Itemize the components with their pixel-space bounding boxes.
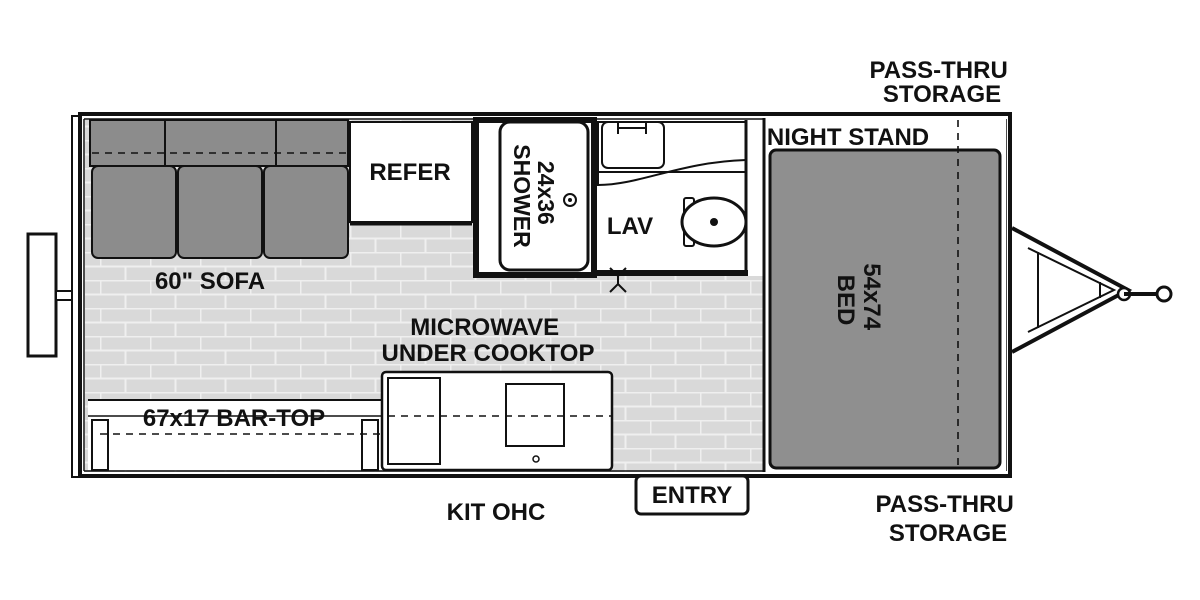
bar-top-label: 67x17 BAR-TOP — [143, 405, 325, 432]
bar-top — [88, 399, 382, 471]
bed — [768, 148, 1002, 470]
pass-thru-bottom-line1: PASS-THRU — [876, 491, 1014, 518]
pass-thru-storage-top: PASS-THRU STORAGE — [870, 57, 1015, 108]
kit-ohc-label: KIT OHC — [447, 499, 546, 526]
sofa — [89, 119, 349, 259]
sofa-label: 60" SOFA — [155, 268, 265, 295]
entry-label: ENTRY — [652, 482, 732, 509]
bed-word: BED — [832, 275, 859, 326]
bed-label: 54x74 BED — [832, 263, 885, 336]
refer-label: REFER — [369, 159, 450, 186]
entry-step — [634, 474, 750, 516]
night-stand-label: NIGHT STAND — [767, 124, 929, 151]
shower-size: 24x36 — [533, 161, 559, 225]
pass-thru-storage-bottom: PASS-THRU STORAGE — [876, 491, 1021, 547]
shower-word: SHOWER — [509, 144, 535, 248]
microwave-line2: UNDER COOKTOP — [382, 340, 595, 367]
kitchen-counter — [380, 370, 614, 472]
pass-thru-top-line1: PASS-THRU — [870, 57, 1008, 84]
sink-icon — [505, 383, 565, 447]
bed-size: 54x74 — [858, 263, 885, 330]
shower-label: 24x36 SHOWER — [509, 144, 559, 248]
pass-thru-bottom-line2: STORAGE — [889, 520, 1007, 547]
svg-text:54x74 BED: 54x74 BED — [832, 263, 885, 336]
rear-bumper — [26, 232, 74, 358]
microwave-line1: MICROWAVE — [410, 314, 559, 341]
svg-text:24x36 SHOWER: 24x36 SHOWER — [509, 144, 559, 248]
trailer-tongue — [1011, 226, 1173, 354]
pass-thru-top-line2: STORAGE — [883, 81, 1001, 108]
bedroom — [762, 118, 1006, 472]
lav-label: LAV — [607, 213, 653, 240]
bathroom — [473, 117, 764, 293]
microwave-label: MICROWAVE UNDER COOKTOP — [382, 314, 595, 367]
refrigerator — [349, 121, 473, 226]
